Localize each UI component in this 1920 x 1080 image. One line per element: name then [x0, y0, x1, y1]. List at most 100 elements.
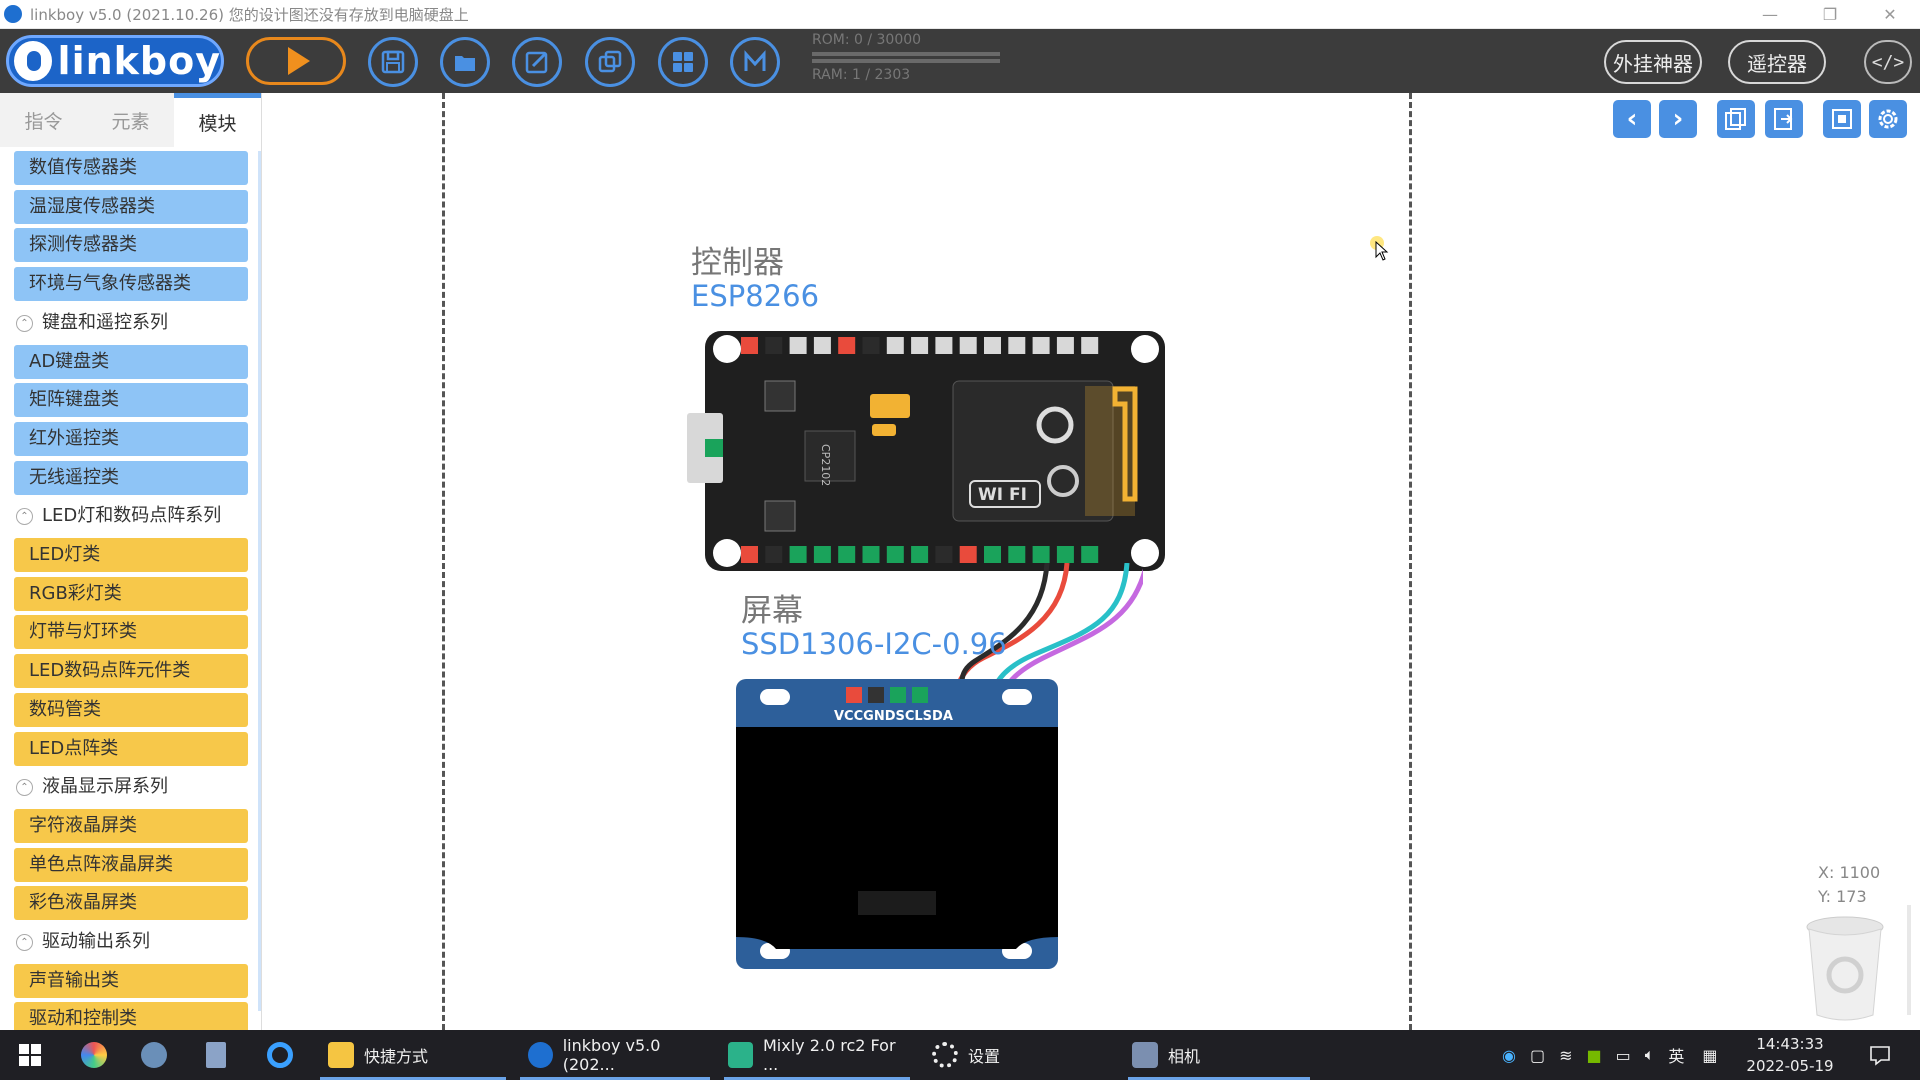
sidebar-item[interactable]: 红外遥控类: [14, 421, 248, 456]
sidebar-item[interactable]: RGB彩灯类: [14, 576, 248, 611]
header-pin[interactable]: [789, 546, 807, 563]
collapse-icon[interactable]: ⌃: [16, 314, 33, 332]
sidebar-item[interactable]: LED点阵类: [14, 731, 248, 766]
sidebar-item[interactable]: 彩色液晶屏类: [14, 886, 248, 921]
sidebar-group[interactable]: ⌃键盘和遥控系列: [14, 306, 254, 340]
nvidia-icon[interactable]: ■: [1586, 1045, 1602, 1065]
design-canvas[interactable]: ‹ › 控制器 ESP8266 CP2102 WI FI: [263, 93, 1920, 1030]
export-button[interactable]: [1765, 100, 1803, 138]
header-pin[interactable]: [1056, 546, 1074, 563]
pinned-app-2[interactable]: [138, 1039, 170, 1071]
taskbar-item-camera[interactable]: 相机: [1128, 1030, 1310, 1080]
remote-button[interactable]: 遥控器: [1728, 40, 1826, 84]
header-pin[interactable]: [789, 337, 807, 354]
sidebar-item[interactable]: 灯带与灯环类: [14, 615, 248, 650]
start-button[interactable]: [14, 1039, 46, 1071]
header-pin[interactable]: [886, 337, 904, 354]
sidebar-item[interactable]: LED灯类: [14, 538, 248, 572]
settings-button[interactable]: [1869, 100, 1907, 138]
header-pin[interactable]: [862, 546, 880, 563]
tab-modules[interactable]: 模块: [174, 93, 261, 147]
volume-icon[interactable]: 🔈︎: [1644, 1045, 1655, 1064]
linkboy-logo[interactable]: linkboy: [6, 35, 224, 87]
header-pin[interactable]: [1032, 546, 1050, 563]
pinned-app-1[interactable]: [78, 1039, 110, 1071]
plugin-button[interactable]: 外挂神器: [1604, 40, 1702, 84]
wifi-icon[interactable]: ≋: [1559, 1045, 1573, 1065]
sidebar-group[interactable]: ⌃液晶显示屏系列: [14, 770, 254, 804]
taskbar-item-settings[interactable]: 设置: [928, 1030, 1098, 1080]
close-button[interactable]: ✕: [1883, 5, 1897, 24]
sidebar-item[interactable]: 驱动和控制类: [14, 1002, 248, 1030]
header-pin[interactable]: [741, 337, 758, 354]
ime-indicator[interactable]: 英: [1668, 1047, 1685, 1066]
canvas-scrollbar[interactable]: [1907, 905, 1911, 1015]
sidebar-item[interactable]: AD键盘类: [14, 344, 248, 379]
header-pin[interactable]: [911, 337, 929, 354]
oled-screen-module[interactable]: VCCGNDSCLSDA: [736, 679, 1060, 971]
browser-button[interactable]: [264, 1039, 296, 1071]
header-pin[interactable]: [1008, 337, 1026, 354]
esp8266-board[interactable]: CP2102 WI FI: [685, 331, 1167, 581]
tab-elements[interactable]: 元素: [111, 110, 150, 133]
sidebar-item[interactable]: 数值传感器类: [14, 151, 248, 185]
header-pin[interactable]: [935, 546, 953, 563]
sidebar-item[interactable]: 环境与气象传感器类: [14, 267, 248, 302]
sidebar-scrollbar[interactable]: [258, 151, 261, 1011]
trash-bin-icon[interactable]: [1803, 915, 1887, 1025]
header-pin[interactable]: [862, 337, 880, 354]
sidebar-item[interactable]: 矩阵键盘类: [14, 383, 248, 418]
header-pin[interactable]: [1056, 337, 1074, 354]
code-view-button[interactable]: </>: [1864, 40, 1912, 84]
sidebar-item[interactable]: LED数码点阵元件类: [14, 654, 248, 689]
calculator-button[interactable]: [200, 1039, 232, 1071]
collapse-icon[interactable]: ⌃: [16, 779, 33, 797]
sidebar-item[interactable]: 字符液晶屏类: [14, 808, 248, 843]
header-pin[interactable]: [911, 546, 929, 563]
header-pin[interactable]: [984, 546, 1001, 563]
restore-button[interactable]: ❐: [1822, 5, 1838, 24]
copy-button[interactable]: [585, 37, 635, 87]
header-pin[interactable]: [765, 337, 783, 354]
next-button[interactable]: ›: [1659, 100, 1697, 138]
duplicate-view-button[interactable]: [1717, 100, 1755, 138]
header-pin[interactable]: [1081, 337, 1099, 354]
header-pin[interactable]: [1081, 546, 1099, 563]
sidebar-group[interactable]: ⌃LED灯和数码点阵系列: [14, 499, 254, 533]
header-pin[interactable]: [1032, 337, 1050, 354]
sidebar-item[interactable]: 数码管类: [14, 692, 248, 727]
tray-window-icon[interactable]: ▢: [1529, 1045, 1546, 1065]
header-pin[interactable]: [813, 546, 831, 563]
taskbar-item-linkboy[interactable]: linkboy v5.0 (202...: [520, 1030, 710, 1080]
edit-button[interactable]: [512, 37, 562, 87]
layout-button[interactable]: [658, 37, 708, 87]
collapse-icon[interactable]: ⌃: [16, 508, 33, 526]
sidebar-item[interactable]: 无线遥控类: [14, 460, 248, 495]
header-pin[interactable]: [935, 337, 953, 354]
prev-button[interactable]: ‹: [1613, 100, 1651, 138]
minimize-button[interactable]: —: [1762, 5, 1778, 24]
sidebar-item[interactable]: 探测传感器类: [14, 228, 248, 263]
taskbar-item-mixly[interactable]: Mixly 2.0 rc2 For ...: [724, 1030, 910, 1080]
taskbar-clock[interactable]: 14:43:33 2022-05-19: [1746, 1033, 1834, 1077]
tab-instructions[interactable]: 指令: [24, 110, 63, 133]
header-pin[interactable]: [813, 337, 831, 354]
sidebar-group[interactable]: ⌃驱动输出系列: [14, 925, 254, 959]
header-pin[interactable]: [765, 546, 783, 563]
collapse-icon[interactable]: ⌃: [16, 934, 33, 951]
header-pin[interactable]: [838, 337, 856, 354]
sidebar-item[interactable]: 温湿度传感器类: [14, 189, 248, 224]
taskbar-item-shortcuts[interactable]: 快捷方式: [320, 1030, 506, 1080]
module-m-button[interactable]: [730, 37, 780, 87]
header-pin[interactable]: [984, 337, 1001, 354]
header-pin[interactable]: [838, 546, 856, 563]
header-pin[interactable]: [1008, 546, 1026, 563]
run-button[interactable]: [246, 37, 346, 85]
notification-button[interactable]: [1864, 1039, 1896, 1071]
tray-app-icon[interactable]: ◉: [1502, 1045, 1516, 1065]
header-pin[interactable]: [959, 337, 977, 354]
header-pin[interactable]: [741, 546, 758, 563]
header-pin[interactable]: [886, 546, 904, 563]
sidebar-item[interactable]: 声音输出类: [14, 963, 248, 998]
sidebar-item[interactable]: 单色点阵液晶屏类: [14, 847, 248, 882]
